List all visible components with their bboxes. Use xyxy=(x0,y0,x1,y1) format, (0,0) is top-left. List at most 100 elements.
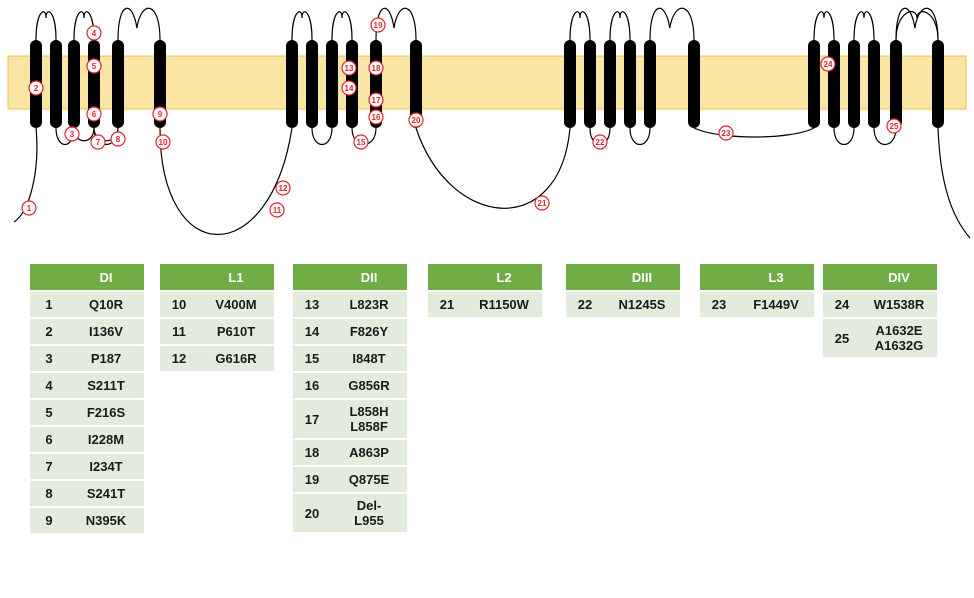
linker-l2 xyxy=(415,127,571,209)
variant-name: Q10R xyxy=(89,297,123,312)
membrane-band xyxy=(7,55,967,110)
variant-number: 17 xyxy=(293,400,331,438)
variant-marker-label: 25 xyxy=(890,122,899,131)
variant-number: 8 xyxy=(30,481,68,506)
intracellular-loop xyxy=(833,127,855,146)
variant-name: I848T xyxy=(352,351,386,366)
helix-segment xyxy=(688,40,700,128)
extracellular-loop xyxy=(73,11,95,41)
variant-cell: I136V xyxy=(68,319,144,344)
helix-segment xyxy=(890,40,902,128)
variant-name: F826Y xyxy=(349,324,389,339)
variant-marker-label: 12 xyxy=(279,184,288,193)
helix-segment xyxy=(848,40,860,128)
variant-name: W1538R xyxy=(873,297,925,312)
variant-marker-label: 24 xyxy=(824,60,833,69)
extracellular-loop xyxy=(853,11,875,41)
variant-cell: N1245S xyxy=(604,292,680,317)
variant-number: 10 xyxy=(160,292,198,317)
variant-name: L858H xyxy=(349,404,389,419)
variant-number: 24 xyxy=(823,292,861,317)
variant-number: 20 xyxy=(293,494,331,532)
variant-cell: V400M xyxy=(198,292,274,317)
variant-marker: 1 xyxy=(21,200,37,216)
table-header: L3 xyxy=(700,264,814,290)
variant-name: A863P xyxy=(349,445,389,460)
variant-name: L858F xyxy=(350,419,388,434)
variant-number: 9 xyxy=(30,508,68,533)
table-header: DII xyxy=(293,264,407,290)
helix-segment xyxy=(306,40,318,128)
variant-marker: 19 xyxy=(370,17,386,33)
table-title: DII xyxy=(331,264,407,290)
variant-marker-label: 2 xyxy=(34,84,39,93)
helix-segment xyxy=(154,40,166,128)
variant-marker-label: 14 xyxy=(345,84,354,93)
p-loop xyxy=(649,7,695,41)
extracellular-loop xyxy=(569,11,591,41)
helix-segment xyxy=(50,40,62,128)
helix-segment xyxy=(624,40,636,128)
variant-marker-label: 3 xyxy=(70,130,75,139)
variant-marker-label: 11 xyxy=(273,206,282,215)
header-blank xyxy=(700,264,738,290)
table-header: DIII xyxy=(566,264,680,290)
extracellular-loop xyxy=(35,11,57,41)
variant-cell: W1538R xyxy=(861,292,937,317)
intracellular-loop xyxy=(629,127,651,146)
variant-marker-label: 7 xyxy=(96,138,101,147)
header-blank xyxy=(823,264,861,290)
variant-marker-label: 22 xyxy=(596,138,605,147)
variant-marker: 20 xyxy=(408,112,424,128)
table-title: DIII xyxy=(604,264,680,290)
table-header: L2 xyxy=(428,264,542,290)
variant-number: 14 xyxy=(293,319,331,344)
variant-marker-label: 13 xyxy=(345,64,354,73)
variant-marker-label: 9 xyxy=(158,110,163,119)
variant-number: 7 xyxy=(30,454,68,479)
helix-segment xyxy=(644,40,656,128)
header-blank xyxy=(428,264,466,290)
helix-segment xyxy=(808,40,820,128)
variant-name: Q875E xyxy=(348,472,390,487)
variant-marker: 18 xyxy=(368,60,384,76)
variant-name: A1632G xyxy=(874,338,924,353)
table-row: 24 W1538R xyxy=(823,292,937,317)
variant-name: L823R xyxy=(349,297,389,312)
helix-segment xyxy=(564,40,576,128)
variant-marker: 21 xyxy=(534,195,550,211)
variant-name: I136V xyxy=(89,324,123,339)
variant-cell: L823R xyxy=(331,292,407,317)
variant-marker-label: 17 xyxy=(372,96,381,105)
p-loop xyxy=(375,7,417,41)
variant-number: 2 xyxy=(30,319,68,344)
variant-cell: Q10R xyxy=(68,292,144,317)
variant-marker: 4 xyxy=(86,25,102,41)
table-row: 14 F826Y xyxy=(293,319,407,344)
helix-segment xyxy=(68,40,80,128)
variant-number: 21 xyxy=(428,292,466,317)
variant-cell: I234T xyxy=(68,454,144,479)
variant-cell: N395K xyxy=(68,508,144,533)
variant-marker: 12 xyxy=(275,180,291,196)
variant-cell: F1449V xyxy=(738,292,814,317)
variant-name: P610T xyxy=(216,324,256,339)
variant-marker: 11 xyxy=(269,202,285,218)
variant-name: P187 xyxy=(90,351,122,366)
helix-segment xyxy=(326,40,338,128)
